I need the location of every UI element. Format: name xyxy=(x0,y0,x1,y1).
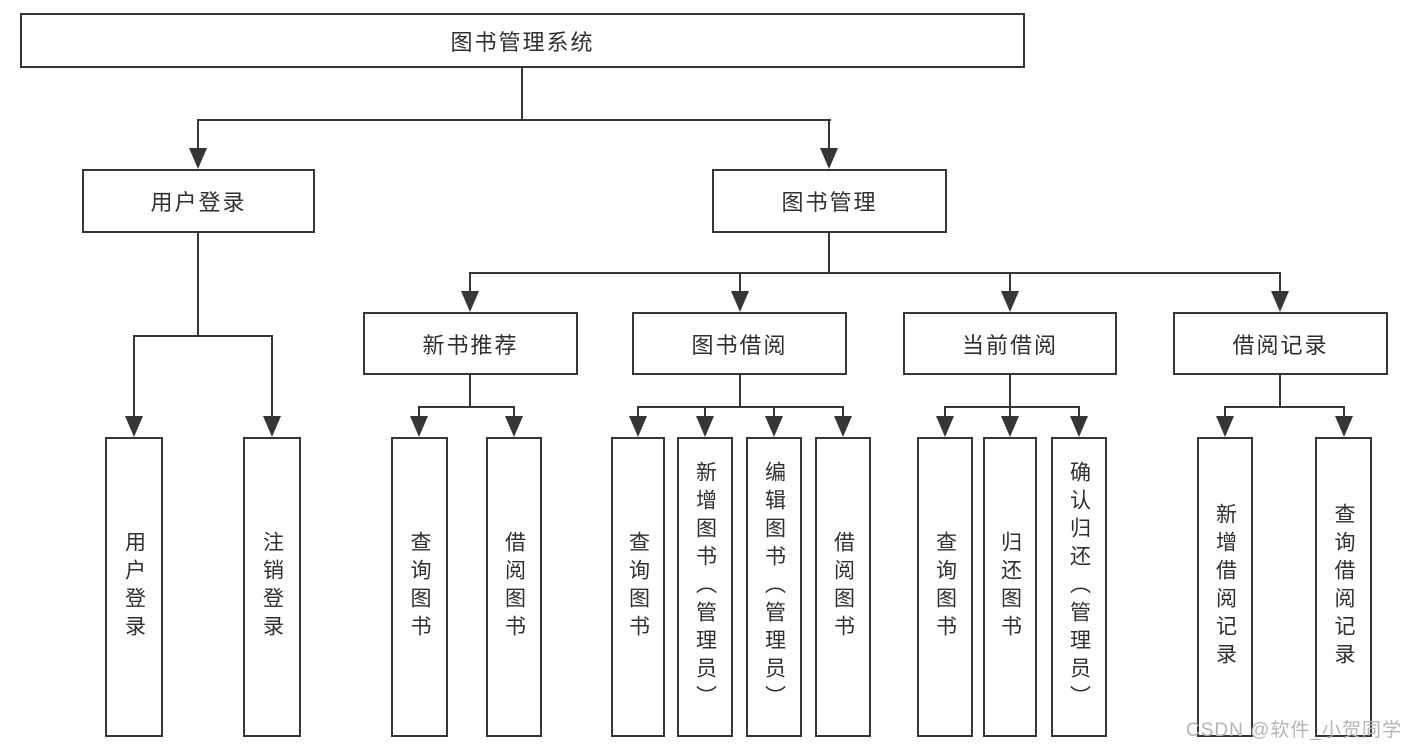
node-label: 图书管理系统 xyxy=(450,29,595,55)
connector-line xyxy=(637,406,844,408)
connector-line xyxy=(1343,406,1345,418)
connector-line xyxy=(739,272,741,293)
leaf-confirm-return-admin: 确认归还（管理员） xyxy=(1051,437,1107,737)
connector-line xyxy=(944,406,1080,408)
leaf-query-books-borrowing: 查询图书 xyxy=(611,437,665,737)
leaf-borrow-books-recommend: 借阅图书 xyxy=(486,437,542,737)
connector-line xyxy=(469,375,471,408)
node-user-login: 用户登录 xyxy=(82,169,315,233)
connector-line xyxy=(1224,406,1226,418)
connector-line xyxy=(418,406,515,408)
leaf-edit-books-admin: 编辑图书（管理员） xyxy=(746,437,802,737)
node-label: 借阅图书 xyxy=(831,531,855,643)
arrow-down-icon xyxy=(1271,291,1289,312)
arrow-down-icon xyxy=(1335,416,1353,437)
connector-line xyxy=(513,406,515,418)
arrow-down-icon xyxy=(834,416,852,437)
leaf-user-login: 用户登录 xyxy=(105,437,163,737)
connector-line xyxy=(828,119,830,150)
connector-line xyxy=(521,68,523,121)
arrow-down-icon xyxy=(461,291,479,312)
connector-line xyxy=(739,375,741,408)
leaf-borrow-books: 借阅图书 xyxy=(815,437,871,737)
connector-line xyxy=(271,335,273,418)
node-label: 查询借阅记录 xyxy=(1332,503,1355,671)
node-label: 新增图书（管理员） xyxy=(693,461,717,713)
connector-line xyxy=(1009,375,1011,408)
leaf-query-books-recommend: 查询图书 xyxy=(391,437,448,737)
arrow-down-icon xyxy=(1070,416,1088,437)
arrow-down-icon xyxy=(696,416,714,437)
connector-line xyxy=(1009,406,1011,418)
leaf-add-books-admin: 新增图书（管理员） xyxy=(677,437,733,737)
watermark: CSDN @软件_小贺同学 xyxy=(1186,720,1402,741)
connector-line xyxy=(828,233,830,274)
connector-line xyxy=(469,272,1281,274)
node-label: 确认归还（管理员） xyxy=(1067,461,1091,713)
arrow-down-icon xyxy=(820,148,838,169)
node-label: 查询图书 xyxy=(408,531,431,643)
node-label: 用户登录 xyxy=(122,531,146,643)
node-book-borrowing: 图书借阅 xyxy=(632,312,847,375)
node-book-management-system: 图书管理系统 xyxy=(20,13,1025,68)
arrow-down-icon xyxy=(1001,416,1019,437)
connector-line xyxy=(197,119,831,121)
arrow-down-icon xyxy=(189,148,207,169)
connector-line xyxy=(133,335,135,418)
arrow-down-icon xyxy=(505,416,523,437)
node-label: 新增借阅记录 xyxy=(1213,503,1237,671)
connector-line xyxy=(1279,272,1281,293)
node-label: 图书借阅 xyxy=(691,332,788,358)
connector-line xyxy=(1279,375,1281,408)
node-label: 当前借阅 xyxy=(961,332,1058,358)
node-label: 编辑图书（管理员） xyxy=(762,461,786,713)
arrow-down-icon xyxy=(731,291,749,312)
node-label: 新书推荐 xyxy=(422,332,519,358)
node-label: 查询图书 xyxy=(933,531,957,643)
connector-line xyxy=(944,406,946,418)
node-book-management: 图书管理 xyxy=(712,169,947,233)
node-borrowing-records: 借阅记录 xyxy=(1173,312,1388,375)
connector-line xyxy=(773,406,775,418)
connector-line xyxy=(469,272,471,293)
connector-line xyxy=(197,233,199,337)
leaf-return-books: 归还图书 xyxy=(983,437,1037,737)
leaf-add-borrow-record: 新增借阅记录 xyxy=(1197,437,1253,737)
connector-line xyxy=(1009,272,1011,293)
node-label: 借阅图书 xyxy=(502,531,526,643)
arrow-down-icon xyxy=(936,416,954,437)
connector-line xyxy=(133,335,273,337)
node-new-book-recommend: 新书推荐 xyxy=(363,312,578,375)
arrow-down-icon xyxy=(263,416,281,437)
connector-line xyxy=(842,406,844,418)
arrow-down-icon xyxy=(1001,291,1019,312)
leaf-logout: 注销登录 xyxy=(243,437,301,737)
node-label: 注销登录 xyxy=(260,531,284,643)
node-label: 查询图书 xyxy=(626,531,650,643)
arrow-down-icon xyxy=(765,416,783,437)
arrow-down-icon xyxy=(629,416,647,437)
connector-line xyxy=(1224,406,1345,408)
connector-line xyxy=(637,406,639,418)
arrow-down-icon xyxy=(1216,416,1234,437)
leaf-query-borrow-record: 查询借阅记录 xyxy=(1315,437,1372,737)
arrow-down-icon xyxy=(410,416,428,437)
connector-line xyxy=(1078,406,1080,418)
node-label: 图书管理 xyxy=(781,190,878,215)
connector-line xyxy=(197,119,199,150)
arrow-down-icon xyxy=(125,416,143,437)
node-label: 借阅记录 xyxy=(1232,332,1329,358)
connector-line xyxy=(704,406,706,418)
node-current-borrowing: 当前借阅 xyxy=(903,312,1117,375)
leaf-query-books-current: 查询图书 xyxy=(917,437,973,737)
node-label: 用户登录 xyxy=(150,190,247,215)
node-label: 归还图书 xyxy=(998,531,1022,643)
connector-line xyxy=(418,406,420,418)
